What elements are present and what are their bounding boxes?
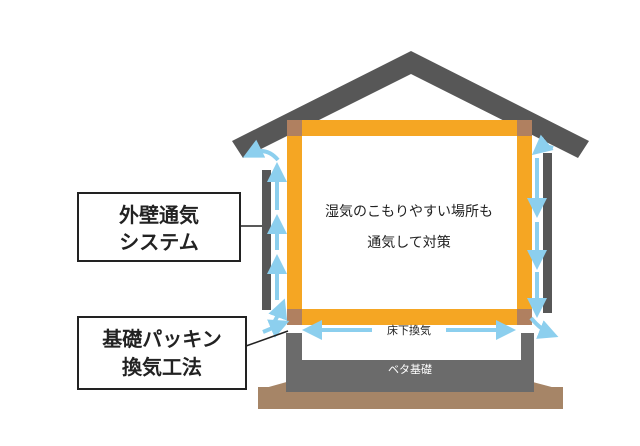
right-outlet-arrow <box>529 316 559 339</box>
packing-callout-box <box>77 316 247 390</box>
airflow-arrows <box>242 134 559 340</box>
wall-vent-label-line2: システム <box>119 230 198 254</box>
packing-label-line2: 換気工法 <box>122 355 202 379</box>
foundation-label: ベタ基礎 <box>388 363 432 376</box>
ground <box>258 387 563 409</box>
packing-label-line1: 基礎パッキン <box>102 327 221 351</box>
interior-caption-line1: 湿気のこもりやすい場所も <box>325 204 493 220</box>
packing-leader <box>245 330 289 347</box>
interior-caption-line2: 通気して対策 <box>367 234 451 251</box>
structural-frame <box>287 120 532 325</box>
underfloor-label: 床下換気 <box>387 323 431 337</box>
left-eave-outlet-arrow <box>242 139 280 162</box>
foundation-slab <box>286 333 534 392</box>
underfloor-inlet-left <box>262 319 290 338</box>
right-eave-inlet-arrow <box>531 134 554 156</box>
wall-vent-callout-box <box>77 192 241 262</box>
roof <box>232 51 589 158</box>
left-exterior-wall <box>262 170 271 310</box>
wall-vent-label-line1: 外壁通気 <box>119 203 199 227</box>
right-exterior-wall <box>543 153 552 313</box>
